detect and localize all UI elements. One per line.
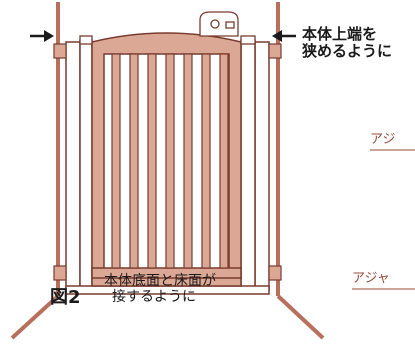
- adjuster-label-upper: アジ: [370, 132, 396, 147]
- squeeze-arrows: [30, 30, 296, 42]
- bottom-note-line1: 本体底面と床面が: [104, 273, 216, 289]
- door-bars: [111, 53, 229, 269]
- leader-lines: [352, 149, 415, 290]
- frame-caps: [79, 35, 256, 45]
- adjuster-label-lower: アジャ: [352, 271, 390, 286]
- bottom-note: 本体底面と床面が 接するように: [104, 273, 216, 305]
- bottom-note-line2: 接するように: [112, 289, 196, 306]
- floor-left: [10, 294, 60, 340]
- door-latch: [199, 11, 239, 37]
- top-note: 本体上端を 狭めるように: [302, 25, 393, 61]
- floor-right: [276, 294, 325, 340]
- top-note-line1: 本体上端を: [302, 25, 378, 43]
- figure-label: 図2: [50, 287, 81, 308]
- tension-adjusters: [53, 43, 282, 281]
- top-note-line2: 狭めるように: [302, 42, 393, 61]
